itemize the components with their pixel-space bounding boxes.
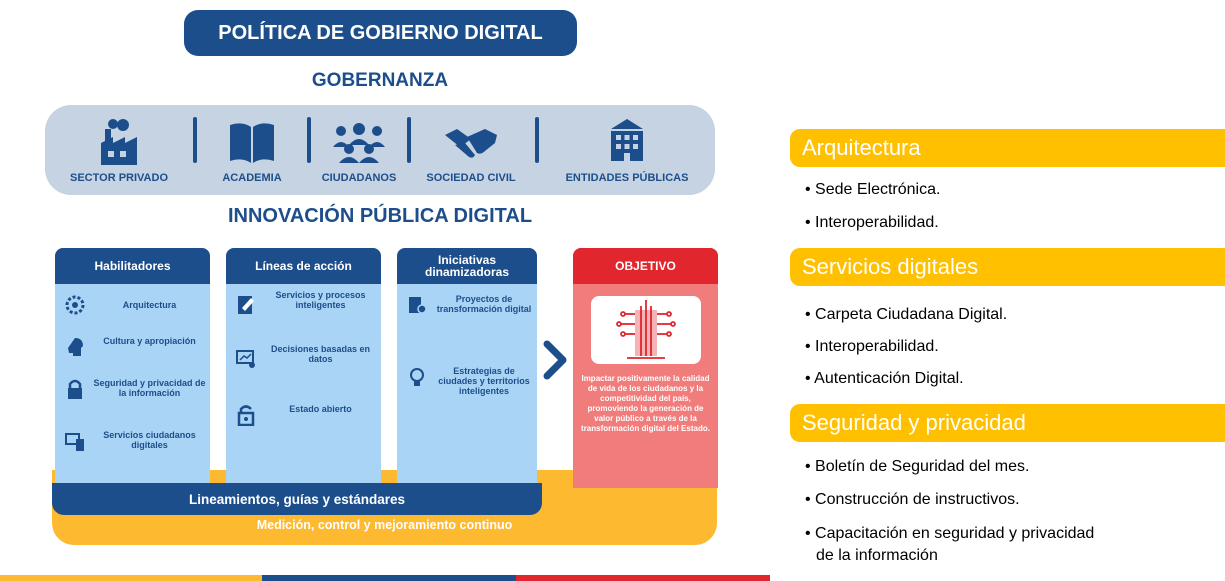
section-header-seguridad: Seguridad y privacidad: [790, 404, 1225, 442]
objetivo-column: [573, 248, 718, 488]
lock-icon: [68, 379, 82, 399]
gear-icon: [65, 295, 85, 315]
actor-sociedad-civil: SOCIEDAD CIVIL: [411, 105, 531, 195]
section-header-servicios-digitales: Servicios digitales: [790, 248, 1225, 286]
clipboard-gear-icon: [409, 297, 427, 314]
building-icon: [607, 117, 647, 168]
actor-label: ACADEMIA: [222, 172, 282, 184]
innovacion-heading: INNOVACIÓN PÚBLICA DIGITAL: [227, 205, 533, 227]
separator: [407, 117, 411, 163]
factory-icon: [99, 119, 139, 170]
section-header-arquitectura: Arquitectura: [790, 129, 1225, 167]
policy-title: POLÍTICA DE GOBIERNO DIGITAL: [184, 10, 577, 56]
lineas-column: Líneas de acción Servicios y procesos in…: [226, 248, 381, 488]
people-group-icon: [329, 123, 389, 168]
separator: [193, 117, 197, 163]
separator: [535, 117, 539, 163]
actor-label: ENTIDADES PÚBLICAS: [565, 172, 689, 184]
objetivo-text: Impactar positivamente la calidad de vid…: [581, 374, 710, 433]
objetivo-title: OBJETIVO: [573, 248, 718, 284]
actor-entidades-publicas: ENTIDADES PÚBLICAS: [539, 105, 715, 195]
list-item-continuation: de la información: [816, 547, 938, 564]
lightbulb-icon: [410, 368, 424, 386]
unlock-icon: [237, 405, 255, 426]
head-icon: [68, 338, 83, 356]
actor-label: CIUDADANOS: [321, 172, 397, 184]
medicion-label: Medición, control y mejoramiento continu…: [256, 518, 513, 532]
flag-stripe: [0, 575, 770, 581]
gobernanza-band: SECTOR PRIVADO ACADEMIA CIUDADANOS: [45, 105, 715, 195]
open-book-icon: [228, 119, 276, 170]
gobernanza-heading: GOBERNANZA: [311, 70, 449, 91]
digital-tower-icon: [616, 300, 676, 359]
list-item: • Boletín de Seguridad del mes.: [805, 458, 1030, 475]
list-item: • Interoperabilidad.: [805, 338, 939, 355]
actor-academia: ACADEMIA: [197, 105, 307, 195]
chevron-right-icon: [543, 340, 567, 380]
list-item: • Capacitación en seguridad y privacidad: [805, 525, 1095, 542]
iniciativas-column: Iniciativas dinamizadoras Proyectos de t…: [397, 248, 537, 488]
list-item: • Autenticación Digital.: [805, 370, 964, 387]
actor-ciudadanos: CIUDADANOS: [311, 105, 407, 195]
actor-label: SECTOR PRIVADO: [70, 172, 168, 184]
column-title: Iniciativas dinamizadoras: [397, 248, 537, 284]
handshake-icon: [443, 123, 499, 168]
objetivo-emblem: [591, 296, 701, 364]
document-edit-icon: [238, 296, 254, 314]
habilitadores-column: Habilitadores Arquitectura Cultura y apr…: [55, 248, 210, 488]
data-screen-icon: [236, 350, 255, 368]
list-item: • Sede Electrónica.: [805, 181, 941, 198]
list-item: • Interoperabilidad.: [805, 214, 939, 231]
list-item: • Carpeta Ciudadana Digital.: [805, 306, 1008, 323]
list-item: • Construcción de instructivos.: [805, 491, 1020, 508]
device-icon: [65, 433, 84, 451]
actor-sector-privado: SECTOR PRIVADO: [45, 105, 193, 195]
actor-label: SOCIEDAD CIVIL: [426, 172, 516, 184]
column-title: Líneas de acción: [226, 248, 381, 284]
separator: [307, 117, 311, 163]
lineamientos-bar: Lineamientos, guías y estándares: [52, 483, 542, 515]
column-title: Habilitadores: [55, 248, 210, 284]
